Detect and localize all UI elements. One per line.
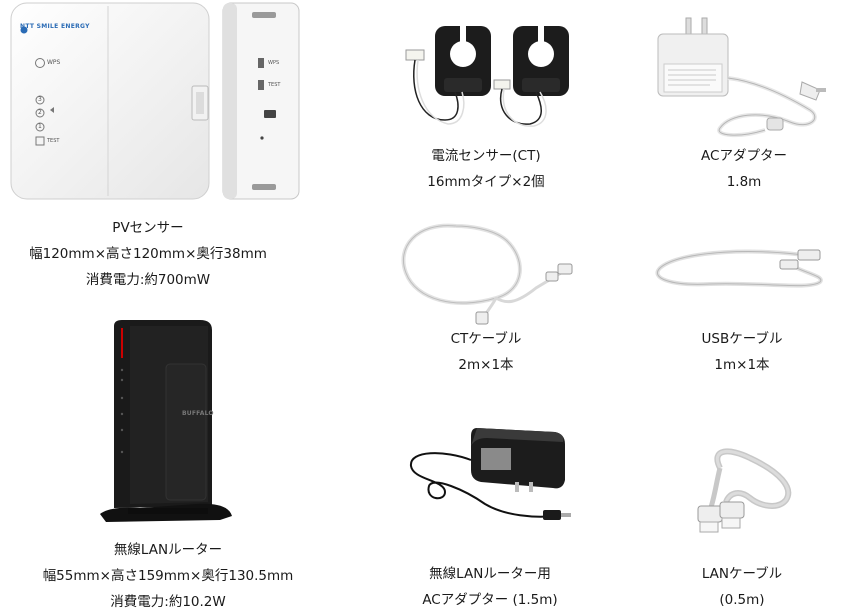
ct-sensor	[400, 20, 570, 135]
ct-sensor-image	[405, 26, 569, 127]
ct-cable-caption: CTケーブル 2m×1本	[451, 326, 522, 378]
pv-num-3: 3	[38, 96, 42, 103]
pv-wps-label: WPS	[47, 59, 61, 66]
ct-cable-length: 2m×1本	[458, 357, 514, 373]
pv-sensor-power: 消費電力:約700mW	[85, 272, 211, 288]
pv-sensor-size: 幅120mm×高さ120mm×奥行38mm	[29, 246, 267, 262]
ct-sensor-caption: 電流センサー(CT) 16mmタイプ×2個	[427, 143, 544, 195]
usb-cable-name: USBケーブル	[701, 331, 783, 347]
usb-cable-caption: USBケーブル 1m×1本	[702, 326, 783, 378]
ct-cable	[396, 218, 576, 328]
pv-num-2: 2	[38, 109, 42, 116]
pv-num-1: 1	[38, 123, 42, 130]
lan-cable-caption: LANケーブル (0.5m)	[702, 561, 782, 613]
router-power: 消費電力:約10.2W	[110, 594, 226, 610]
pv-sensor-side-image	[222, 2, 300, 200]
wireless-router: BUFFALO	[100, 318, 232, 528]
wireless-router-image	[100, 320, 232, 522]
ct-cable-image	[401, 223, 573, 325]
ct-cable-name: CTケーブル	[450, 331, 522, 347]
pv-sensor-front: NTT SMILE ENERGY WPS 3 2 1 TEST	[10, 2, 210, 200]
router-caption: 無線LANルーター 幅55mm×高さ159mm×奥行130.5mm 消費電力:約…	[43, 537, 294, 615]
lan-cable-image	[697, 448, 792, 533]
router-brand-label: BUFFALO	[182, 410, 214, 417]
lan-cable-name: LANケーブル	[701, 566, 783, 582]
usb-cable	[650, 242, 830, 302]
ct-sensor-name: 電流センサー(CT)	[431, 148, 541, 164]
router-adapter-caption: 無線LANルーター用 ACアダプター (1.5m)	[422, 561, 557, 613]
pv-sensor-caption: PVセンサー 幅120mm×高さ120mm×奥行38mm 消費電力:約700mW	[29, 215, 267, 293]
ac-adapter-caption: ACアダプター 1.8m	[701, 143, 787, 195]
pv-side-test-label: TEST	[268, 82, 281, 88]
ac-adapter-image	[657, 17, 826, 137]
pv-sensor-name: PVセンサー	[112, 220, 184, 236]
ac-adapter-name: ACアダプター	[701, 148, 787, 164]
ac-adapter	[650, 17, 840, 143]
router-adapter-name: 無線LANルーター用	[429, 566, 551, 582]
router-ac-adapter	[405, 420, 575, 530]
pv-test-label: TEST	[47, 138, 60, 144]
pv-side-wps-label: WPS	[268, 60, 280, 66]
pv-sensor-side: WPS TEST	[222, 2, 300, 200]
usb-cable-image	[655, 249, 823, 288]
router-adapter-length: ACアダプター (1.5m)	[422, 592, 558, 608]
ct-sensor-spec: 16mmタイプ×2個	[427, 174, 545, 190]
pv-brand-label: NTT SMILE ENERGY	[20, 23, 90, 30]
router-name: 無線LANルーター	[113, 542, 223, 558]
usb-cable-length: 1m×1本	[714, 357, 770, 373]
ac-adapter-length: 1.8m	[726, 174, 762, 190]
lan-cable-length: (0.5m)	[719, 592, 765, 608]
router-size: 幅55mm×高さ159mm×奥行130.5mm	[42, 568, 294, 584]
lan-cable	[690, 448, 800, 543]
router-ac-adapter-image	[410, 428, 571, 520]
pv-sensor-front-image	[10, 2, 210, 200]
